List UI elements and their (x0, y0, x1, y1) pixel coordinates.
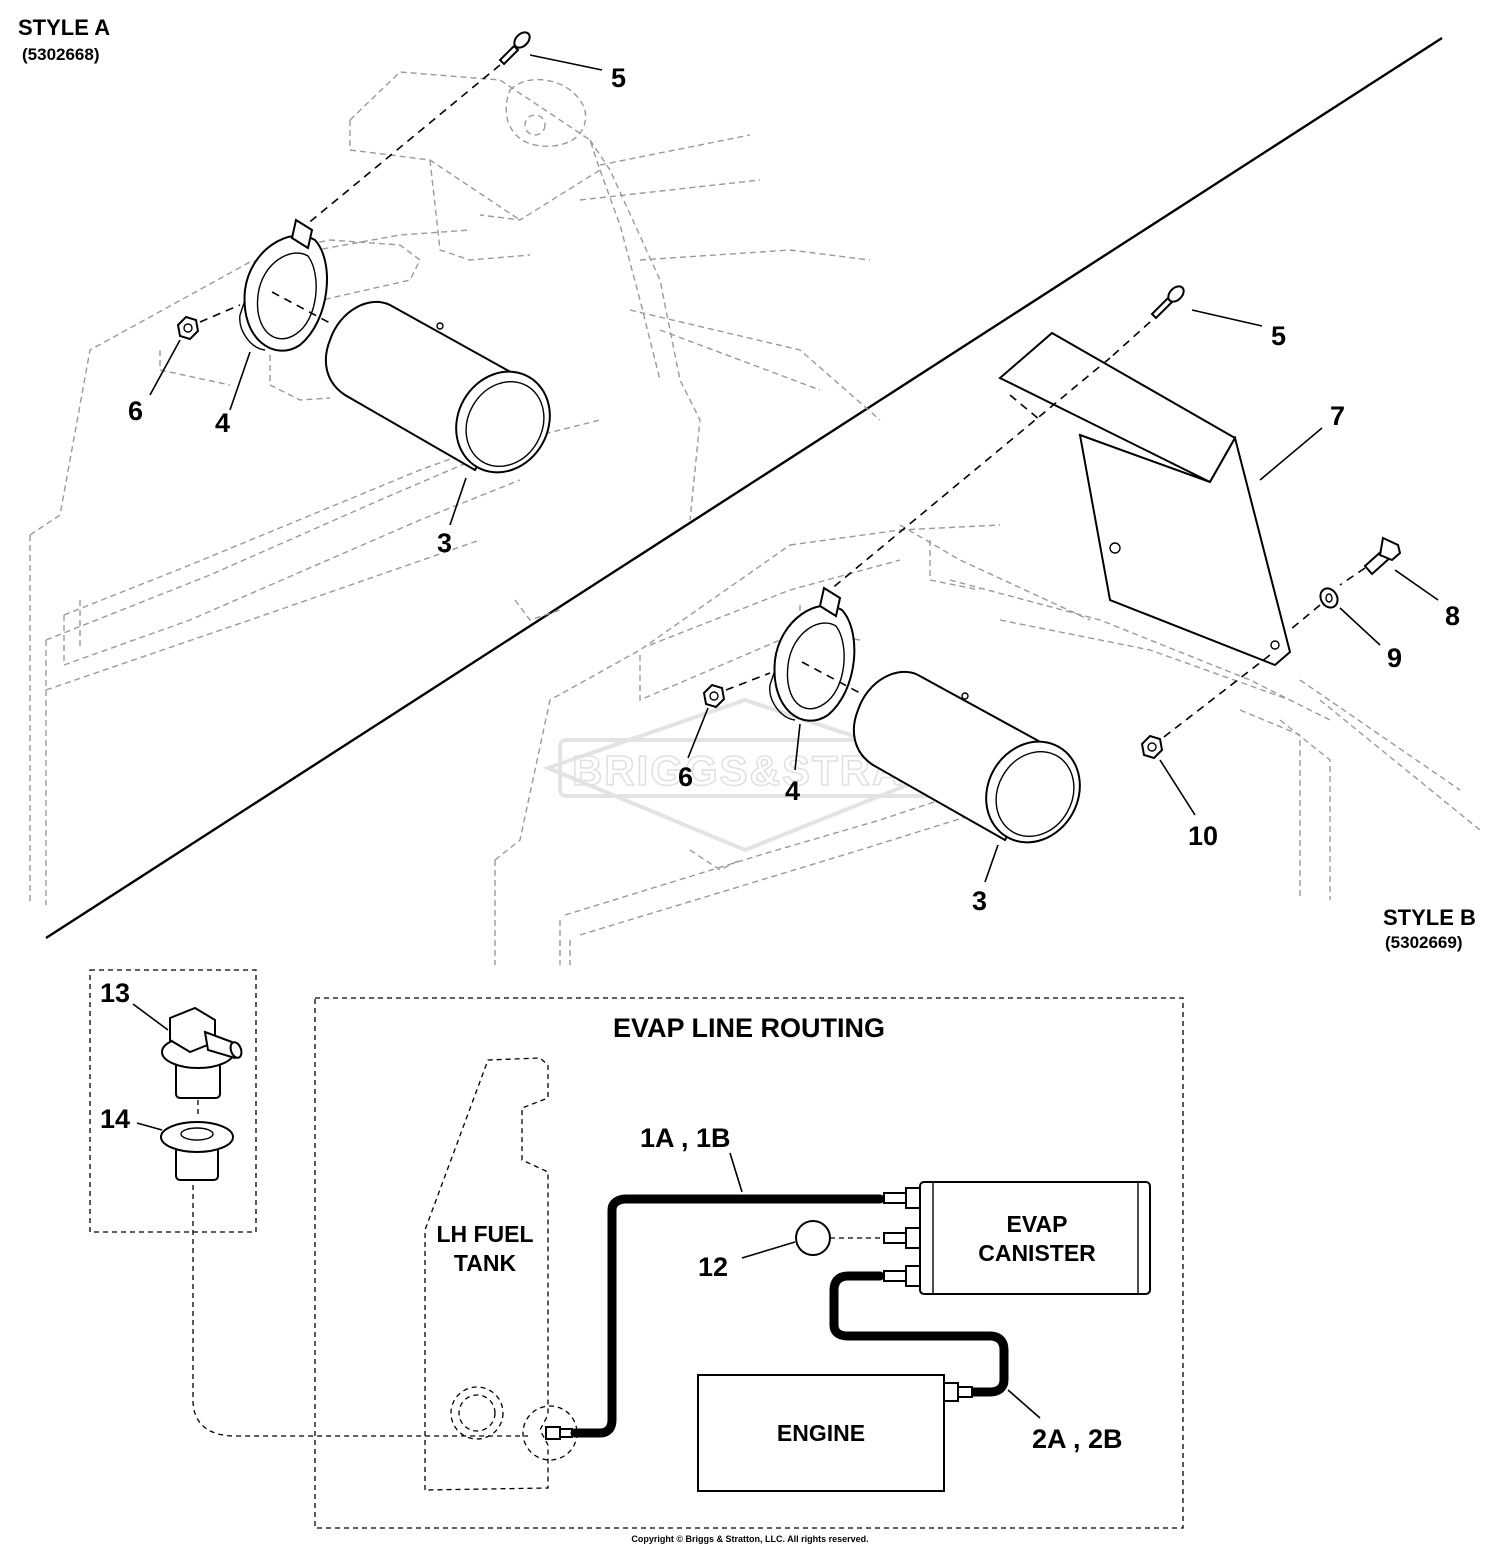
style-b-callout-8: 8 (1445, 601, 1460, 631)
style-b-callout-10: 10 (1188, 821, 1218, 851)
tank-fitting-icon (545, 1426, 573, 1440)
canister-label-line1: EVAP (1007, 1211, 1068, 1237)
style-a-parts (149, 31, 603, 526)
style-a-callout-3: 3 (437, 528, 452, 558)
hose-2-line (829, 1271, 1009, 1397)
style-b-callout-6: 6 (678, 762, 693, 792)
fuel-tank-label-line1: LH FUEL (436, 1221, 533, 1247)
style-a-title: STYLE A (18, 15, 110, 40)
style-divider-line (45, 36, 1443, 940)
style-b-callout-5: 5 (1271, 321, 1286, 351)
style-b-bolt-8-icon (1363, 536, 1402, 576)
evap-canister-icon (883, 1181, 1151, 1295)
fuel-tank-label-line2: TANK (454, 1250, 517, 1276)
style-b-parts (687, 285, 1439, 883)
hose-1-line (570, 1194, 885, 1438)
style-b-clamp-4-icon (769, 586, 856, 722)
style-a-callout-6: 6 (128, 396, 143, 426)
grommet-14-icon (160, 1121, 234, 1181)
style-a-clamp-4-icon (239, 218, 328, 352)
hose-2-label: 2A , 2B (1032, 1424, 1123, 1454)
style-b-title: STYLE B (1383, 905, 1476, 930)
callout-12: 12 (698, 1252, 728, 1282)
hose-1-label: 1A , 1B (640, 1123, 731, 1153)
canister-label-line2: CANISTER (978, 1240, 1096, 1266)
copyright-notice: Copyright © Briggs & Stratton, LLC. All … (631, 1534, 868, 1544)
style-b-nut-6-icon (702, 683, 726, 709)
cap-12-icon (795, 1220, 884, 1256)
style-b-callout-9: 9 (1387, 643, 1402, 673)
style-a-callout-4: 4 (215, 408, 230, 438)
style-b-bolt-5-icon (1150, 285, 1185, 320)
engine-block (697, 1374, 945, 1492)
kit-callout-13: 13 (100, 978, 130, 1008)
style-b-canister-3-icon (852, 670, 1081, 844)
vent-line-route (192, 1185, 528, 1437)
style-b-callout-4: 4 (785, 776, 800, 806)
style-a-canister-3-icon (324, 300, 551, 474)
style-b-bracket-7-icon (998, 331, 1292, 667)
style-a-nut-6-icon (176, 315, 200, 341)
style-a-callout-5: 5 (611, 63, 626, 93)
style-b-part-number: (5302669) (1385, 933, 1463, 952)
vent-valve-13-icon (161, 1006, 243, 1099)
evap-routing-title: EVAP LINE ROUTING (613, 1013, 885, 1043)
vent-kit-box (89, 969, 257, 1233)
engine-label: ENGINE (777, 1420, 865, 1446)
style-b-callout-7: 7 (1330, 401, 1345, 431)
kit-callout-14: 14 (100, 1104, 130, 1134)
evap-routing-box: EVAP CANISTER ENGINE LH FUEL TANK (314, 997, 1184, 1529)
lh-fuel-tank-outline (424, 1057, 549, 1491)
engine-fitting-icon (943, 1382, 973, 1402)
style-a-part-number: (5302668) (22, 45, 100, 64)
style-a-bolt-5-icon (498, 31, 531, 66)
style-b-washer-9-icon (1319, 587, 1339, 609)
style-b-callout-3: 3 (972, 886, 987, 916)
style-b-nut-10-icon (1140, 734, 1164, 760)
